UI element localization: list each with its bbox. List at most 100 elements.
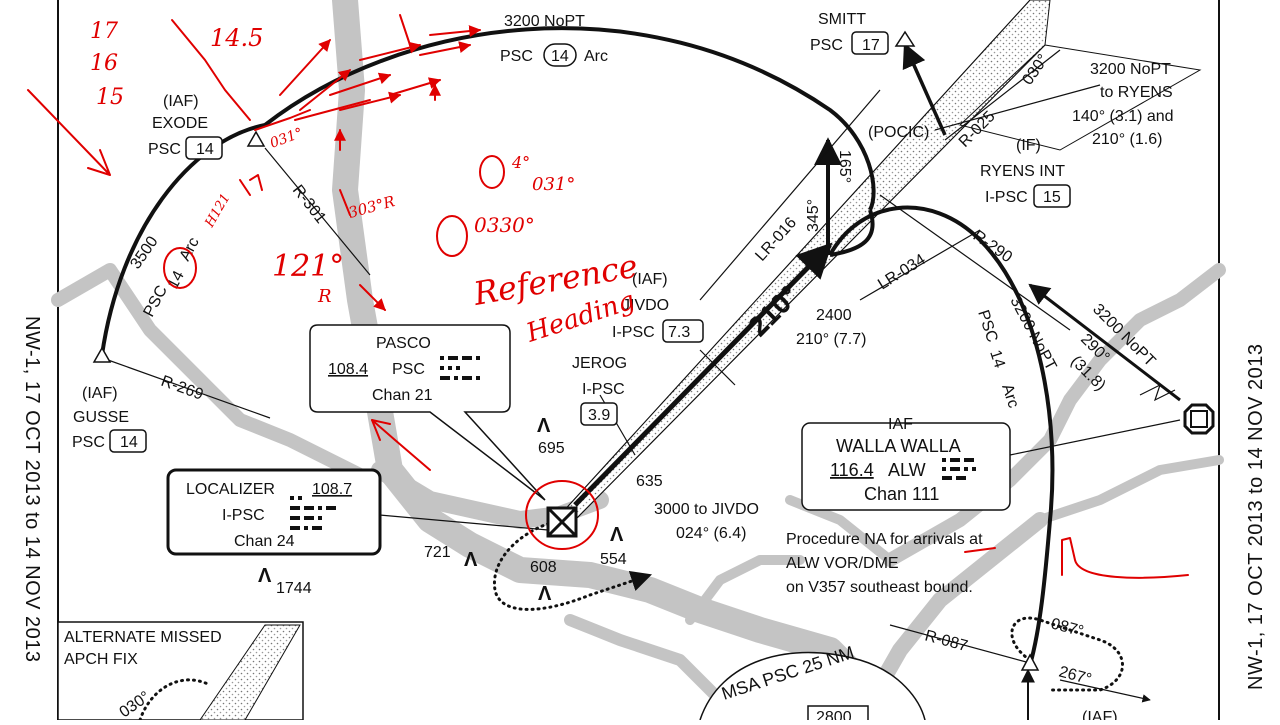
- gusse-role: (IAF): [82, 385, 118, 402]
- dme-arc-main: [100, 26, 876, 356]
- note-17: 17: [90, 19, 118, 44]
- pasco-info-box: [309, 324, 546, 501]
- left-arc-dme: 14: [165, 268, 188, 292]
- holding-pattern-east: [1010, 616, 1124, 692]
- final-approach-course: [573, 242, 833, 507]
- localizer-morse-icon: [290, 496, 336, 530]
- na-note-l3: on V357 southeast bound.: [786, 579, 973, 596]
- red-squiggle-east: [1061, 537, 1189, 579]
- alt-missed-l2: APCH FIX: [64, 651, 138, 668]
- exode-triangle-icon[interactable]: [246, 130, 266, 147]
- red-heavy-stroke: [171, 19, 251, 121]
- obstacle-721: 721: [424, 544, 451, 561]
- alt-missed-holding: [138, 678, 212, 722]
- walla-info-box: [801, 422, 1011, 511]
- missed-approach-path: [492, 518, 652, 611]
- r087-label: R-087: [923, 627, 970, 655]
- na-note-l1: Procedure NA for arrivals at: [786, 531, 983, 548]
- localizer-freq: 108.7: [312, 481, 352, 498]
- jerog-name: JEROG: [572, 355, 627, 372]
- r087-line: [889, 624, 1031, 664]
- ryens-dme-box: [1033, 184, 1071, 208]
- ryens-route-l4: 210° (1.6): [1092, 131, 1162, 148]
- jivdo-dme-box: [662, 319, 704, 343]
- localizer-info-box: [166, 468, 382, 556]
- jivdo-id: I-PSC: [612, 324, 655, 341]
- r301-line: [264, 147, 371, 276]
- smitt-triangle-icon: [894, 30, 916, 47]
- red-circle-vortac: [525, 480, 599, 550]
- note-121-r: R: [317, 286, 332, 307]
- right-arc-altitude: 3200 NoPT: [1006, 294, 1059, 374]
- svg-text:Λ: Λ: [537, 415, 551, 437]
- top-arc-altitude: 3200 NoPT: [504, 13, 585, 30]
- r267-line: [1059, 679, 1151, 703]
- pasco-freq: 108.4: [328, 361, 368, 378]
- localizer-edge-left: [559, 0, 1031, 516]
- svg-text:Λ: Λ: [464, 549, 478, 571]
- ryens-note-leader: [934, 84, 1101, 131]
- feeder-route: [1028, 283, 1181, 402]
- top-arc-word: Arc: [584, 48, 608, 65]
- localizer-leader: [379, 514, 549, 531]
- walla-walla-vortac-icon[interactable]: [1183, 403, 1215, 435]
- top-arc-id: PSC: [500, 48, 533, 65]
- pocic-alt-l1: 2400: [816, 307, 852, 324]
- walla-id: ALW: [888, 460, 926, 480]
- note-14-5: 14.5: [210, 24, 263, 52]
- right-arc-word: Arc: [998, 382, 1022, 410]
- ryens-name: RYENS INT: [980, 163, 1065, 180]
- lr034-label: LR-034: [875, 251, 929, 293]
- localizer-edge-right: [574, 44, 1046, 521]
- note-4deg: 4°: [511, 153, 530, 172]
- localizer-feather-outline: [958, 44, 1202, 151]
- red-circle-reference: [436, 215, 468, 257]
- note-0330: 0330°: [474, 213, 535, 237]
- jivdo-dme: 7.3: [668, 324, 690, 341]
- note-121: 121°: [272, 249, 344, 284]
- exode-role: (IAF): [163, 93, 199, 110]
- msa-value: 2800: [816, 709, 852, 720]
- pasco-id: PSC: [392, 361, 425, 378]
- jivdo-role: (IAF): [632, 271, 668, 288]
- msa-circle: [699, 651, 926, 721]
- lr034-line: [859, 229, 981, 301]
- gusse-dme-box: [109, 429, 147, 453]
- left-arc-word: Arc: [177, 235, 203, 264]
- r301-label: R-301: [289, 182, 329, 227]
- obstacle-635: 635: [636, 473, 663, 490]
- smitt-leg: [902, 42, 947, 136]
- gusse-triangle-icon[interactable]: [92, 346, 112, 363]
- svg-text:Λ: Λ: [258, 565, 272, 587]
- note-031b: 031°: [532, 174, 575, 195]
- side-caption-right: NW-1, 17 OCT 2013 to 14 NOV 2013: [1245, 343, 1267, 690]
- note-15: 15: [96, 85, 124, 110]
- jivdo-alt-l2: 024° (6.4): [676, 525, 746, 542]
- ryens-route-l3: 140° (3.1) and: [1072, 108, 1174, 125]
- left-arc-id: PSC: [141, 283, 171, 320]
- jerog-id: I-PSC: [582, 381, 625, 398]
- r269-line: [107, 359, 271, 419]
- jivdo-tick: [699, 349, 736, 386]
- localizer-id: I-PSC: [222, 507, 265, 524]
- ryens-route-l1: 3200 NoPT: [1090, 61, 1171, 78]
- ryens-role: (IF): [1016, 137, 1041, 154]
- jerog-dme: 3.9: [588, 407, 610, 424]
- svg-text:Λ: Λ: [610, 524, 624, 546]
- pasco-vortac-icon[interactable]: [546, 506, 578, 538]
- ryens-route-l2: to RYENS: [1100, 84, 1173, 101]
- smitt-name: SMITT: [818, 11, 866, 28]
- exode-dme-box: [185, 136, 223, 160]
- course-087-label: 087°: [1049, 615, 1085, 640]
- pocic-name: (POCIC): [868, 124, 929, 141]
- side-caption-left: NW-1, 17 OCT 2013 to 14 NOV 2013: [21, 316, 43, 663]
- lr016-line: [699, 89, 881, 301]
- top-arc-dme-box: [543, 43, 577, 67]
- gusse-id: PSC: [72, 434, 105, 451]
- gusse-name: GUSSE: [73, 409, 129, 426]
- alt-missed-l1: ALTERNATE MISSED: [64, 629, 222, 646]
- pocic-alt-l2: 210° (7.7): [796, 331, 866, 348]
- na-note-l2: ALW VOR/DME: [786, 555, 899, 572]
- localizer-chan: Chan 24: [234, 533, 295, 550]
- exode-dme: 14: [196, 141, 214, 158]
